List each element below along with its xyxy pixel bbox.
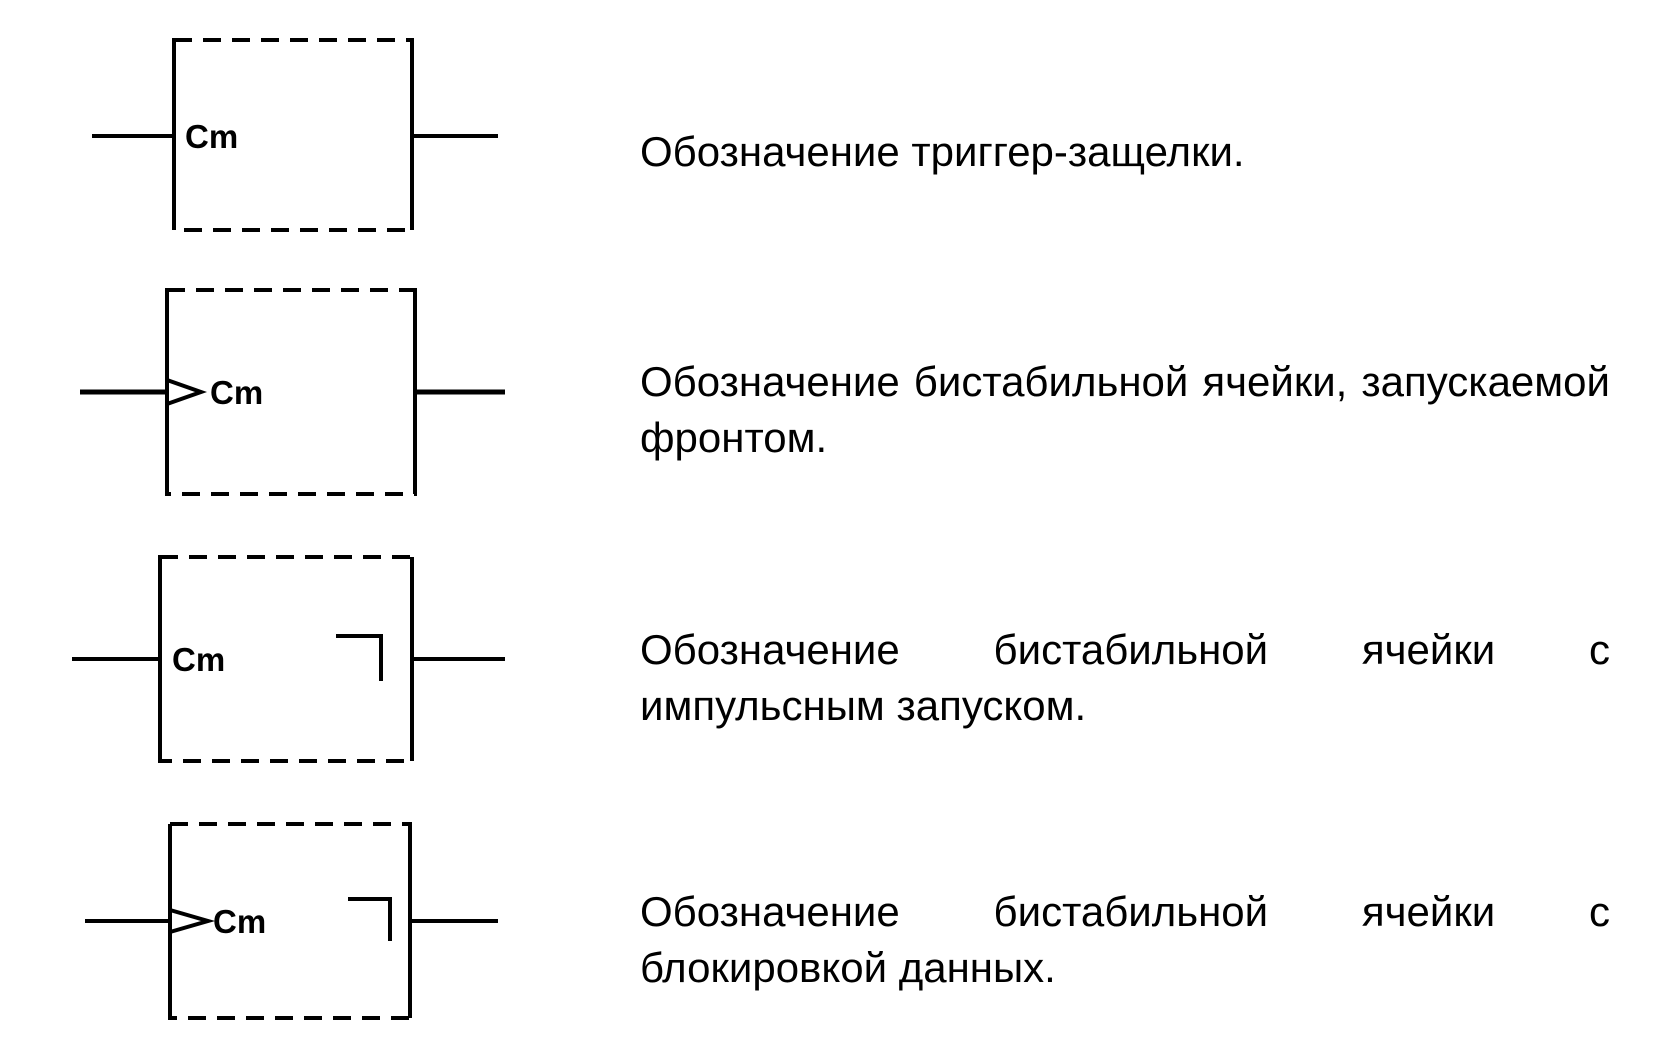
pulse-triggered-description: Обозначение бистабильной ячейки с импуль… (640, 626, 1610, 729)
postponed-output-icon (348, 897, 392, 941)
data-lockout-cm-label: Cm (213, 903, 266, 940)
dynamic-input-triangle-icon (166, 378, 208, 406)
postponed-output-icon (336, 634, 383, 681)
edge-triggered-cm-label: Cm (210, 374, 263, 411)
edge-triggered-description: Обозначение бистабильной ячейки, запуска… (640, 358, 1610, 461)
dynamic-input-triangle-icon (169, 908, 216, 934)
latch-cm-label: Cm (185, 118, 238, 155)
pulse-triggered-cm-label: Cm (172, 641, 225, 678)
latch-description: Обозначение триггер-защелки. (640, 128, 1245, 175)
data-lockout-description: Обозначение бистабильной ячейки с блокир… (640, 888, 1610, 991)
